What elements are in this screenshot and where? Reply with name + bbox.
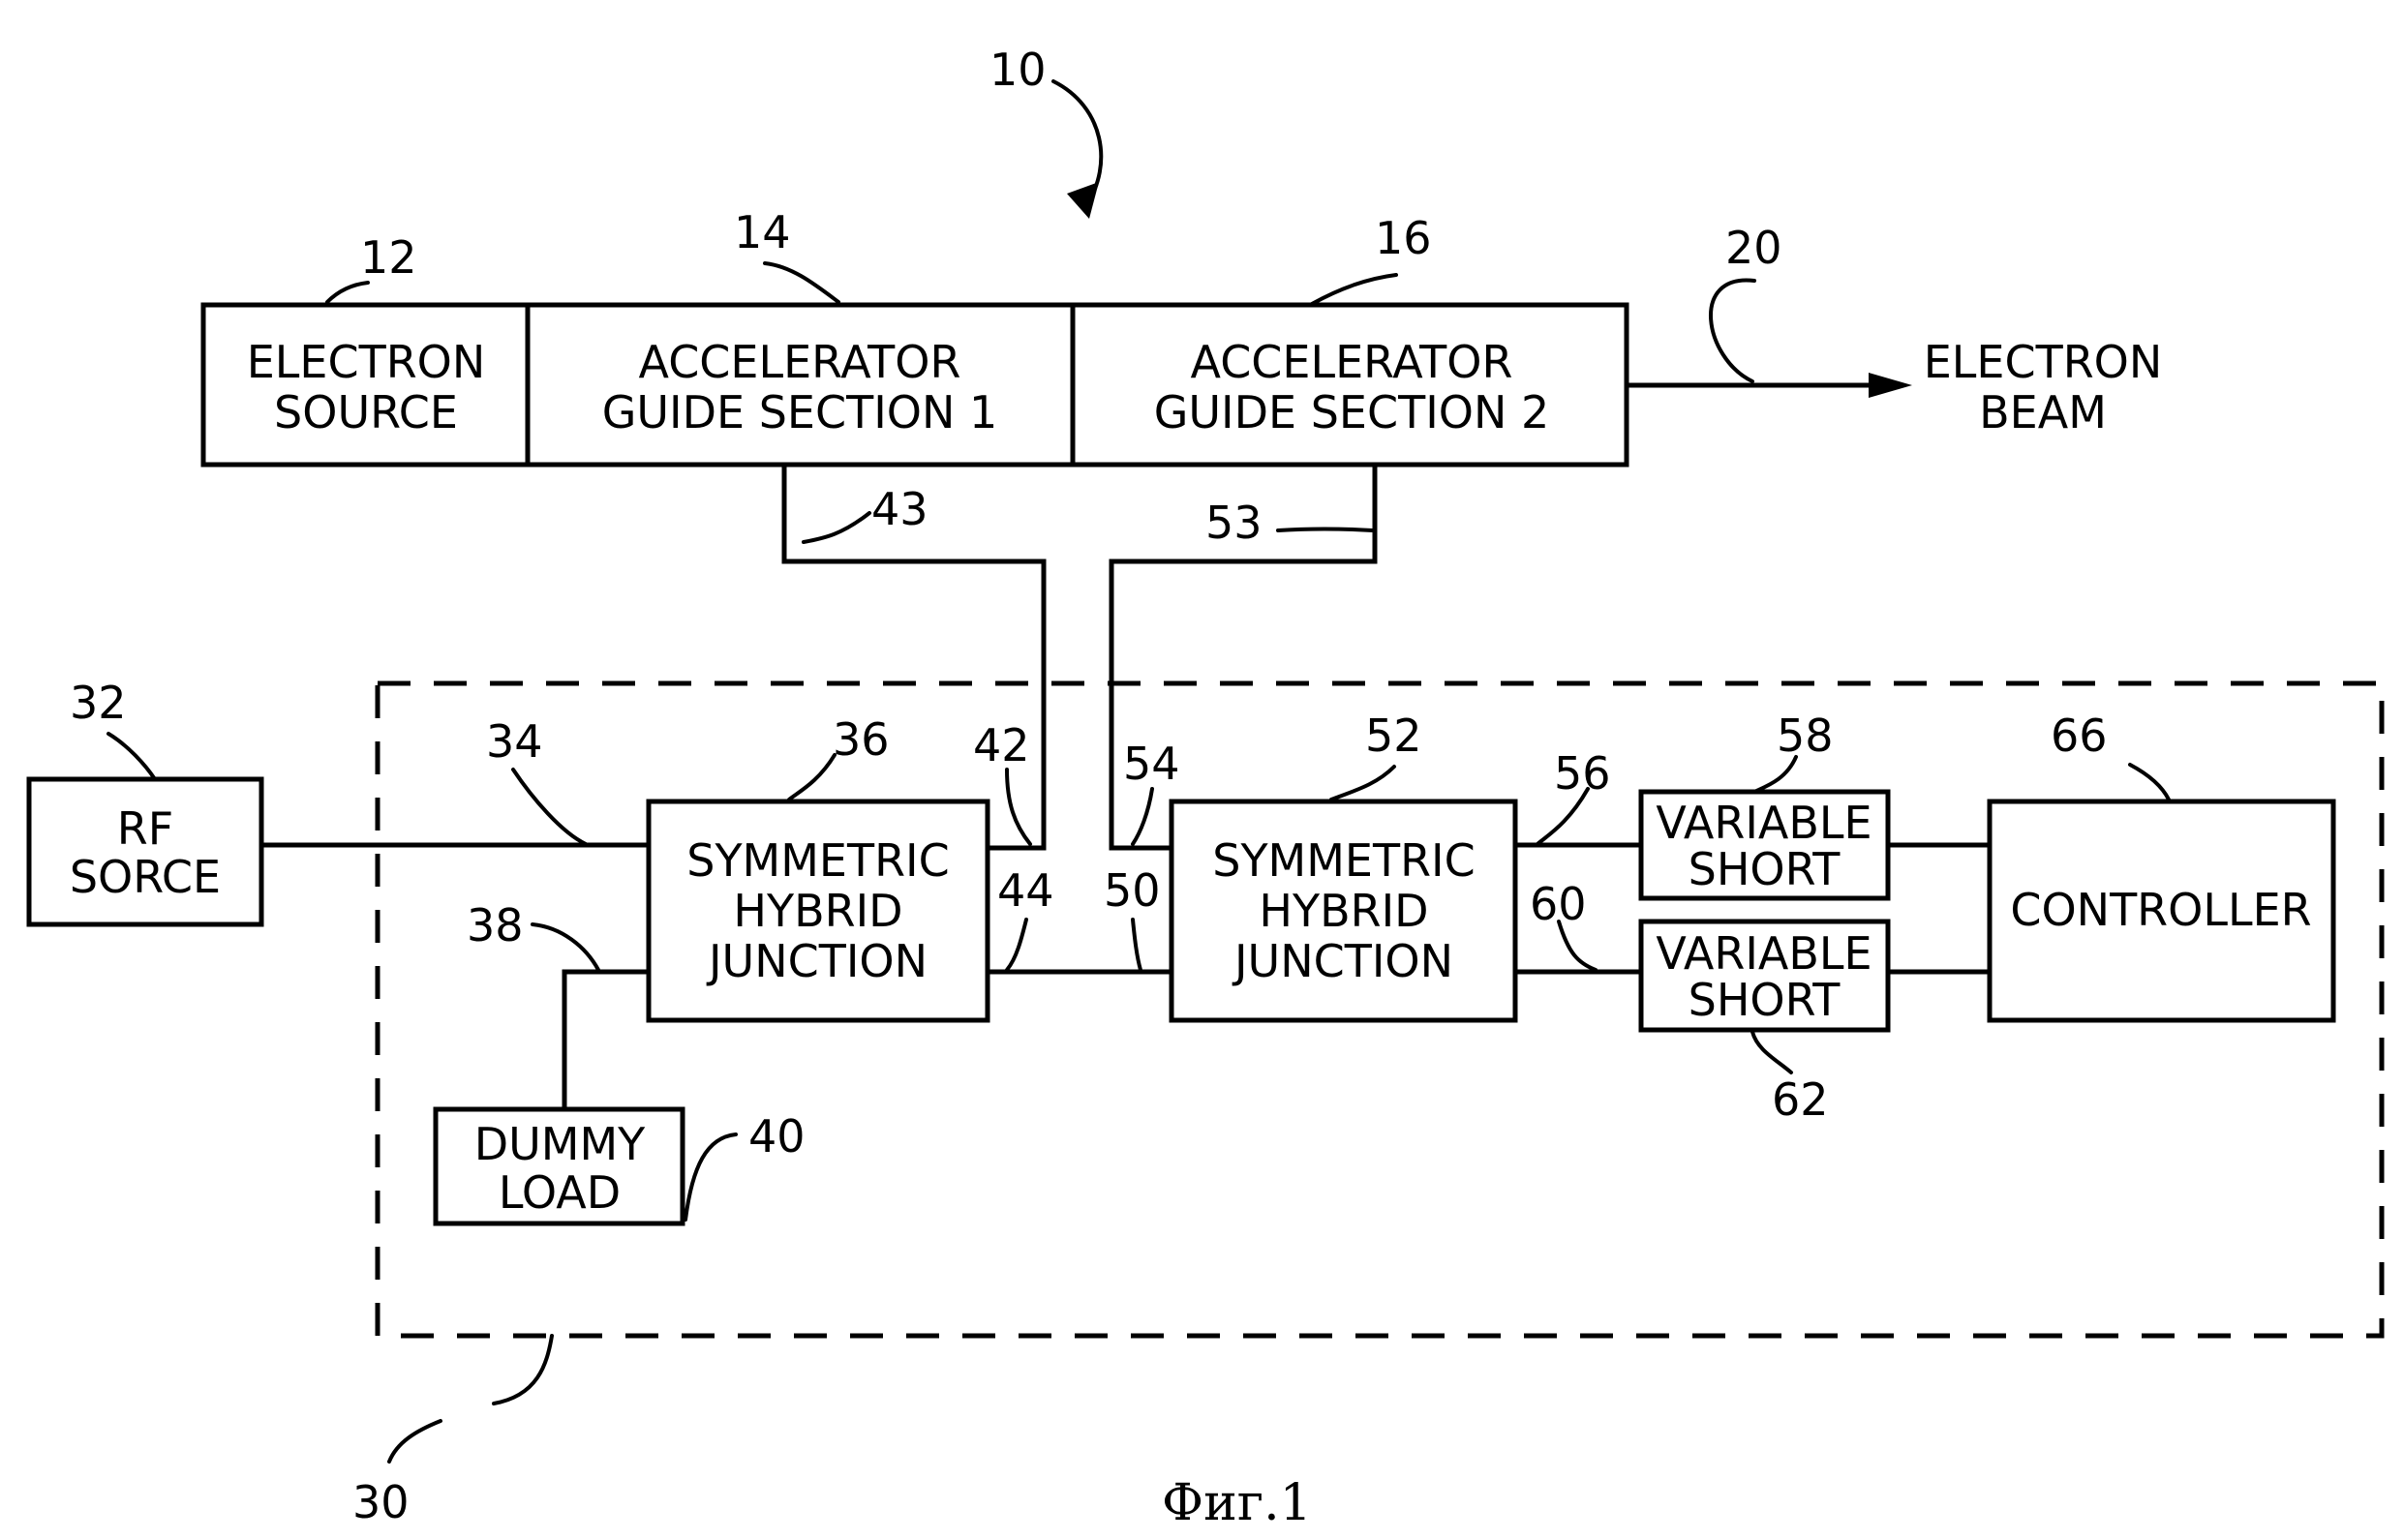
beam-arrowhead-icon (1869, 373, 1912, 398)
guide-section-1-block: ACCELERATOR GUIDE SECTION 1 (602, 336, 998, 438)
leader-12 (327, 283, 368, 302)
short-1-label-1: VARIABLE (1656, 797, 1871, 849)
hybrid-2-label-1: SYMMETRIC (1212, 834, 1476, 887)
ref-12: 12 (360, 231, 417, 284)
leader-16 (1312, 275, 1396, 304)
guide-2-label-2: GUIDE SECTION 2 (1154, 386, 1550, 438)
figure-caption: Фиг.1 (1162, 1474, 1312, 1532)
leader-30-b (389, 1421, 441, 1462)
ref-44: 44 (997, 864, 1054, 917)
leader-38 (533, 924, 598, 970)
line-38 (564, 972, 649, 1109)
ref-42: 42 (973, 719, 1030, 771)
ref-30: 30 (352, 1476, 410, 1528)
leader-20 (1711, 280, 1754, 381)
leader-42 (1007, 770, 1030, 844)
leader-36 (789, 755, 835, 800)
leader-54 (1133, 789, 1152, 844)
leader-32 (108, 734, 155, 779)
leader-14 (765, 263, 838, 302)
ref-62: 62 (1772, 1073, 1829, 1126)
short-2-label-1: VARIABLE (1656, 927, 1871, 980)
electron-beam-label-2: BEAM (1979, 386, 2107, 438)
ref-36: 36 (833, 713, 890, 766)
leader-30-a (494, 1336, 552, 1404)
dummy-load-label-2: LOAD (499, 1166, 621, 1219)
electron-source-label-1: ELECTRON (247, 336, 486, 388)
hybrid-1-label-2: HYBRID (733, 885, 902, 937)
dummy-load-label-1: DUMMY (474, 1118, 646, 1170)
ref-50: 50 (1104, 864, 1161, 917)
ref-66: 66 (2051, 710, 2108, 762)
leader-58 (1754, 757, 1796, 792)
guide-section-2-block: ACCELERATOR GUIDE SECTION 2 (1154, 336, 1550, 438)
leader-53 (1278, 529, 1373, 531)
ref-54: 54 (1123, 738, 1180, 790)
leader-66 (2130, 765, 2169, 800)
ref-34: 34 (486, 715, 543, 768)
controller-label: CONTROLLER (2010, 884, 2311, 936)
guide-1-label-2: GUIDE SECTION 1 (602, 386, 998, 438)
leader-62 (1752, 1032, 1791, 1072)
guide-2-label-1: ACCELERATOR (1191, 336, 1513, 388)
electron-source-block: ELECTRON SOURCE (247, 336, 486, 438)
leader-10-arrowhead-icon (1067, 182, 1099, 219)
ref-16: 16 (1375, 212, 1432, 264)
rf-source-label-1: RF (117, 802, 173, 855)
leader-34 (513, 770, 586, 844)
ref-52: 52 (1365, 710, 1422, 762)
ref-40: 40 (748, 1110, 806, 1163)
ref-14: 14 (734, 206, 791, 258)
guide-1-label-1: ACCELERATOR (639, 336, 961, 388)
leader-52 (1331, 767, 1394, 800)
rf-source-label-2: SORCE (70, 851, 221, 903)
electron-source-label-2: SOURCE (274, 386, 458, 438)
short-2-label-2: SHORT (1689, 974, 1841, 1026)
ref-58: 58 (1777, 710, 1834, 762)
electron-beam-label-1: ELECTRON (1924, 336, 2163, 388)
leader-40 (685, 1134, 736, 1220)
ref-43: 43 (871, 483, 928, 535)
hybrid-1-label-3: JUNCTION (706, 935, 928, 987)
hybrid-2-label-2: HYBRID (1259, 885, 1428, 937)
leader-50 (1133, 920, 1141, 970)
leader-43 (804, 513, 869, 542)
hybrid-2-label-3: JUNCTION (1232, 935, 1453, 987)
ref-53: 53 (1205, 497, 1263, 549)
ref-38: 38 (467, 899, 524, 951)
ref-20: 20 (1725, 222, 1782, 274)
ref-10: 10 (989, 44, 1047, 96)
ref-32: 32 (70, 677, 127, 729)
leader-44 (1007, 920, 1026, 970)
short-1-label-2: SHORT (1689, 843, 1841, 895)
ref-56: 56 (1554, 747, 1611, 800)
hybrid-1-label-1: SYMMETRIC (686, 834, 950, 887)
ref-60: 60 (1530, 878, 1587, 930)
